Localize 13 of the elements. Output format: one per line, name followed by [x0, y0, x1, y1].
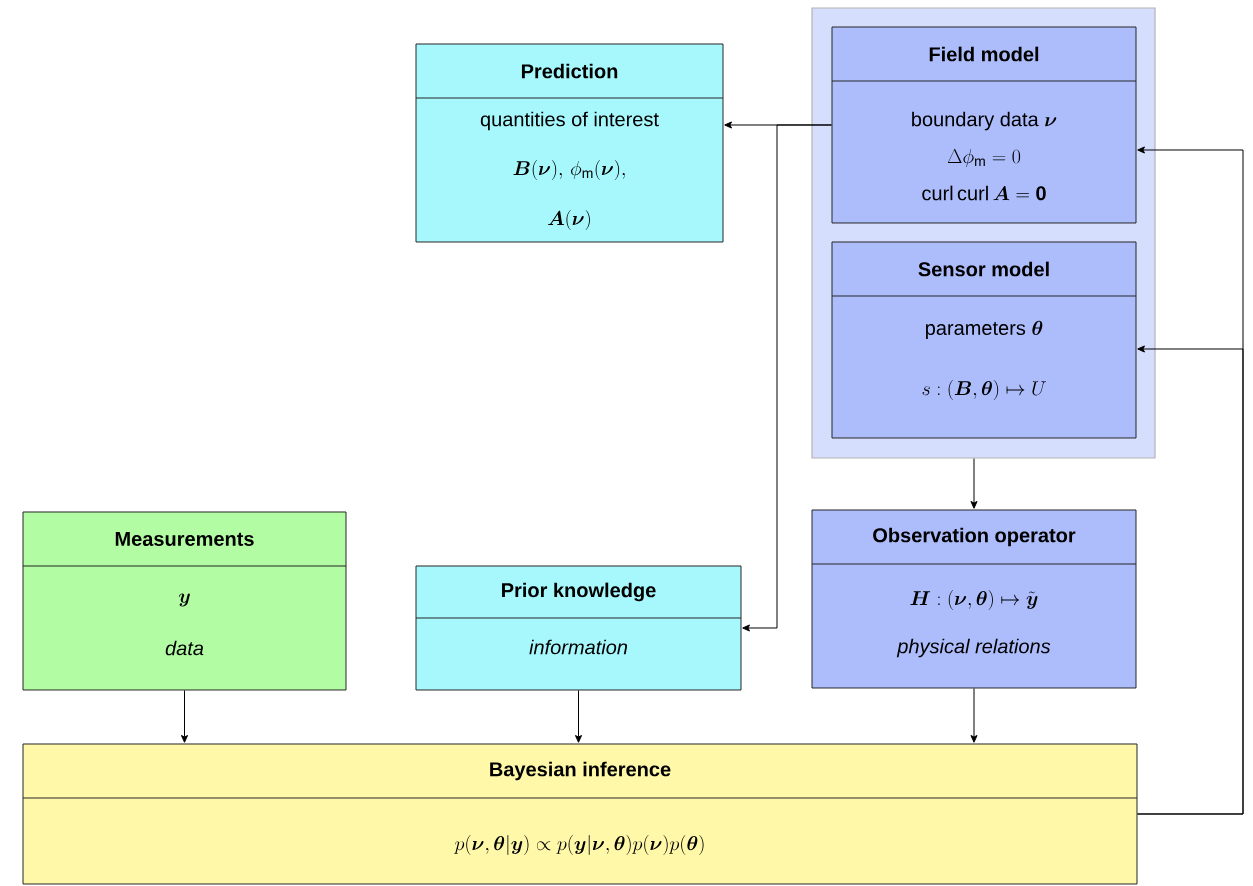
- arrow: [742, 124, 832, 632]
- arrow: [574, 690, 583, 743]
- observation-operator-box: Observation operator $\boldsymbol{H} : (\boldsymbol{\nu}, \boldsymbol{\theta}) \mapsto \tilde{\boldsymbol{y}}$ $\textit{physical relations}$: [811, 509, 1137, 689]
- field-model-box: Field model $\text{boundary data } \boldsymbol{\nu}$ $\Delta\phi_{\mathrm{m}} = 0$ $\mathrm{curl}\,\mathrm{curl}\,\boldsymbol{A} = \mathbf{0}$: [831, 26, 1137, 224]
- measurements-box: Measurements $\boldsymbol{y}$ $\textit{data}$: [22, 511, 347, 691]
- arrow: [180, 690, 189, 743]
- sensor-model-box: Sensor model $\text{parameters } \boldsymbol{\theta}$ $s : (\boldsymbol{B}, \boldsymbol{\theta}) \mapsto U$: [831, 241, 1137, 439]
- arrow: [970, 458, 978, 509]
- inference-box: Bayesian inference $p(\boldsymbol{\nu}, \boldsymbol{\theta} | \boldsymbol{y}) \propto p(\boldsymbol{y} | \boldsymbol{\nu}, \boldsymbol{\theta}) p(\boldsymbol{\nu}) p(\boldsymbol{\theta})$: [22, 743, 1138, 885]
- prior-knowledge-box: Prior knowledge $\textit{information}$: [415, 565, 742, 691]
- arrow: [970, 688, 978, 743]
- arrow: [1137, 345, 1244, 815]
- prediction-box: Prediction $\text{quantities of interest}$ $\boldsymbol{B}(\boldsymbol{\nu}),\, \phi_{\mathrm{m}}(\boldsymbol{\nu}),$ $\boldsymbol{A}(\boldsymbol{\nu})$: [415, 43, 724, 243]
